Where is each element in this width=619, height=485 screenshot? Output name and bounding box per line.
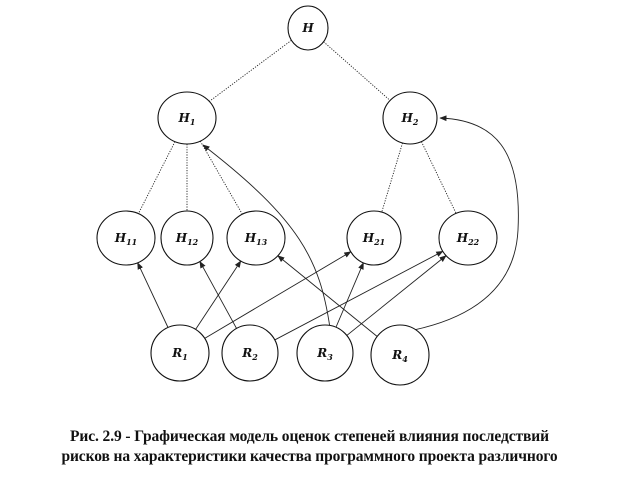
node-label: H2 (401, 111, 419, 127)
node-label: H21 (362, 231, 385, 247)
tree-edge-h1-h11 (138, 141, 176, 214)
node-h1: H1 (157, 91, 217, 145)
node-circle (296, 324, 354, 382)
node-circle (226, 210, 286, 266)
node-h21: H21 (346, 210, 402, 266)
tree-edges (138, 39, 457, 215)
node-circle (221, 324, 279, 382)
tree-edge-h1-h13 (199, 140, 243, 215)
influence-arrow-r2-h12 (199, 260, 237, 329)
node-label: H12 (175, 231, 199, 247)
node-label: H11 (114, 231, 137, 247)
node-h2: H2 (382, 91, 438, 145)
node-h13: H13 (226, 210, 286, 266)
node-label: R1 (171, 346, 188, 362)
tree-edge-h2-h22 (420, 141, 457, 214)
tree-edge-h2-h21 (381, 142, 403, 213)
influence-arrow-r2-h22 (274, 250, 444, 341)
node-r3: R3 (296, 324, 354, 382)
influence-arrows (137, 115, 519, 341)
node-label: R3 (316, 346, 333, 362)
node-circle (157, 91, 217, 145)
influence-arrow-r3-h22 (346, 255, 447, 336)
influence-arrow-r3-h21 (335, 262, 364, 328)
node-h11: H11 (96, 210, 156, 266)
node-circle (370, 324, 430, 386)
influence-arrow-r3-h1 (202, 144, 331, 329)
node-circle (160, 210, 214, 266)
node-label: R2 (241, 346, 258, 362)
node-circle (382, 91, 438, 145)
node-circle (287, 5, 329, 51)
figure-caption: Рис. 2.9 - Графическая модель оценок сте… (0, 427, 619, 467)
node-h22: H22 (438, 210, 498, 266)
influence-arrow-r4-h2 (403, 115, 519, 333)
node-circle (96, 210, 156, 266)
node-label: H22 (456, 231, 480, 247)
node-h12: H12 (160, 210, 214, 266)
node-label: H13 (244, 231, 268, 247)
node-label: H (301, 21, 314, 35)
tree-edge-h-h2 (323, 41, 391, 101)
node-r2: R2 (221, 324, 279, 382)
tree-edge-h-h1 (209, 39, 292, 102)
influence-arrow-r1-h11 (137, 262, 169, 328)
caption-line-1: Рис. 2.9 - Графическая модель оценок сте… (70, 428, 549, 445)
node-circle (438, 210, 498, 266)
node-label: R4 (391, 348, 408, 364)
node-circle (150, 324, 210, 382)
node-circle (346, 210, 402, 266)
influence-arrow-r4-h13 (277, 255, 378, 337)
caption-line-2: рисков на характеристики качества програ… (61, 448, 558, 465)
node-r4: R4 (370, 324, 430, 386)
node-r1: R1 (150, 324, 210, 382)
influence-arrow-r1-h21 (204, 251, 352, 339)
node-label: H1 (178, 111, 196, 127)
node-h: H (287, 5, 329, 51)
